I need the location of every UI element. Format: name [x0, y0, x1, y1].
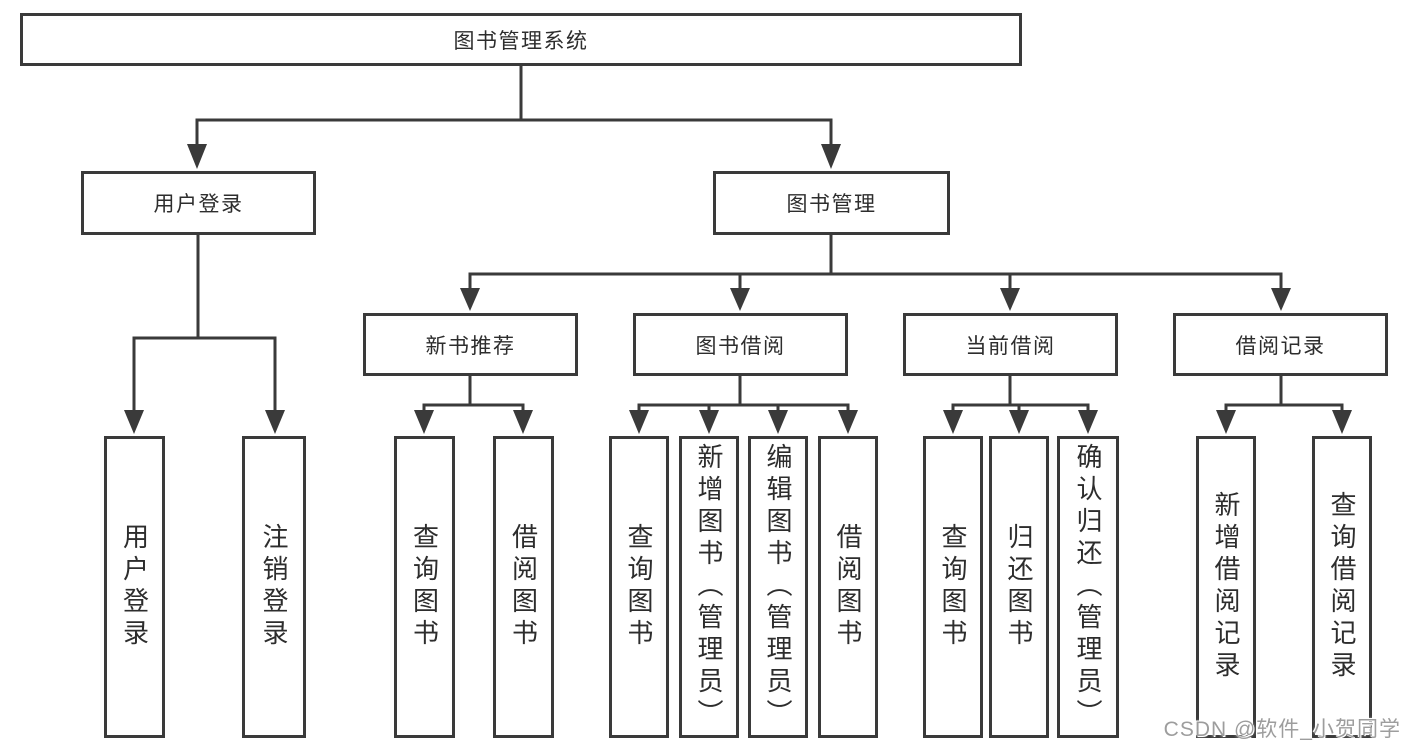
- node-root: 图书管理系统: [20, 13, 1022, 66]
- leaf-return-book: 归还图书: [989, 436, 1049, 738]
- leaf-return-book-label: 归还图书: [1004, 523, 1034, 651]
- leaf-borrow-book-2: 借阅图书: [818, 436, 878, 738]
- leaf-query-borrow-record: 查询借阅记录: [1312, 436, 1372, 738]
- leaf-query-book-3-label: 查询图书: [938, 523, 968, 651]
- leaf-borrow-book-1: 借阅图书: [493, 436, 554, 738]
- node-user-login-label: 用户登录: [153, 193, 244, 216]
- node-borrow-record: 借阅记录: [1173, 313, 1388, 376]
- leaf-add-book-admin-label: 新增图书（管理员）: [694, 443, 724, 731]
- node-current-borrow-label: 当前借阅: [965, 334, 1056, 358]
- node-book-borrow: 图书借阅: [633, 313, 848, 376]
- node-root-label: 图书管理系统: [453, 29, 589, 53]
- leaf-edit-book-admin-label: 编辑图书（管理员）: [763, 443, 793, 731]
- leaf-query-book-1-label: 查询图书: [409, 523, 440, 651]
- leaf-add-borrow-record: 新增借阅记录: [1196, 436, 1256, 738]
- node-new-book-recommend-label: 新书推荐: [425, 334, 516, 358]
- leaf-user-login-label: 用户登录: [119, 523, 150, 651]
- csdn-watermark: CSDN @软件_小贺同学: [1163, 718, 1401, 741]
- leaf-query-book-2: 查询图书: [609, 436, 669, 738]
- leaf-confirm-return-admin: 确认归还（管理员）: [1057, 436, 1119, 738]
- leaf-logout-label: 注销登录: [259, 523, 289, 651]
- node-borrow-record-label: 借阅记录: [1235, 334, 1326, 358]
- node-book-management-label: 图书管理: [786, 193, 877, 216]
- node-new-book-recommend: 新书推荐: [363, 313, 578, 376]
- node-user-login: 用户登录: [81, 171, 316, 235]
- leaf-borrow-book-1-label: 借阅图书: [508, 523, 539, 651]
- leaf-query-book-2-label: 查询图书: [624, 523, 654, 651]
- leaf-logout: 注销登录: [242, 436, 306, 738]
- node-current-borrow: 当前借阅: [903, 313, 1118, 376]
- leaf-borrow-book-2-label: 借阅图书: [833, 523, 863, 651]
- node-book-management: 图书管理: [713, 171, 950, 235]
- leaf-add-book-admin: 新增图书（管理员）: [679, 436, 739, 738]
- leaf-query-book-1: 查询图书: [394, 436, 455, 738]
- leaf-user-login: 用户登录: [104, 436, 165, 738]
- leaf-edit-book-admin: 编辑图书（管理员）: [748, 436, 808, 738]
- leaf-add-borrow-record-label: 新增借阅记录: [1211, 491, 1241, 683]
- leaf-query-book-3: 查询图书: [923, 436, 983, 738]
- node-book-borrow-label: 图书借阅: [695, 334, 786, 358]
- leaf-query-borrow-record-label: 查询借阅记录: [1327, 491, 1357, 683]
- leaf-confirm-return-admin-label: 确认归还（管理员）: [1073, 443, 1103, 731]
